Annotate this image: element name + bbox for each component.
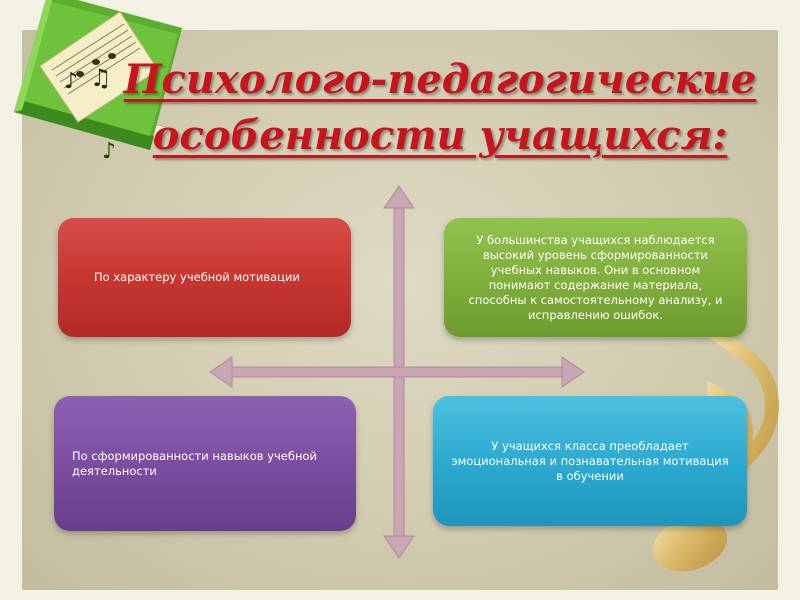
motivation-criterion-text: По характеру учебной мотивации — [94, 270, 300, 284]
motivation-description-box: У учащихся класса преобладает эмоциональ… — [433, 396, 747, 526]
skills-criterion-box: По сформированности навыков учебной деят… — [54, 396, 356, 531]
skills-description-text: У большинства учащихся наблюдается высок… — [468, 232, 723, 322]
slide-title: Психолого-педагогические особенности уча… — [120, 52, 760, 164]
title-line-2: особенности учащихся: — [152, 112, 728, 159]
svg-text:♫: ♫ — [90, 64, 112, 92]
title-line-1: Психолого-педагогические — [123, 56, 757, 103]
music-book-icon: ♪ ♫ ♪ — [14, 0, 182, 164]
svg-text:♪: ♪ — [64, 69, 78, 94]
motivation-description-text: У учащихся класса преобладает эмоциональ… — [451, 438, 729, 483]
motivation-criterion-box: По характеру учебной мотивации — [58, 218, 351, 337]
skills-description-box: У большинства учащихся наблюдается высок… — [444, 218, 747, 337]
skills-criterion-text: По сформированности навыков учебной деят… — [72, 448, 317, 478]
svg-text:♪: ♪ — [102, 139, 116, 164]
